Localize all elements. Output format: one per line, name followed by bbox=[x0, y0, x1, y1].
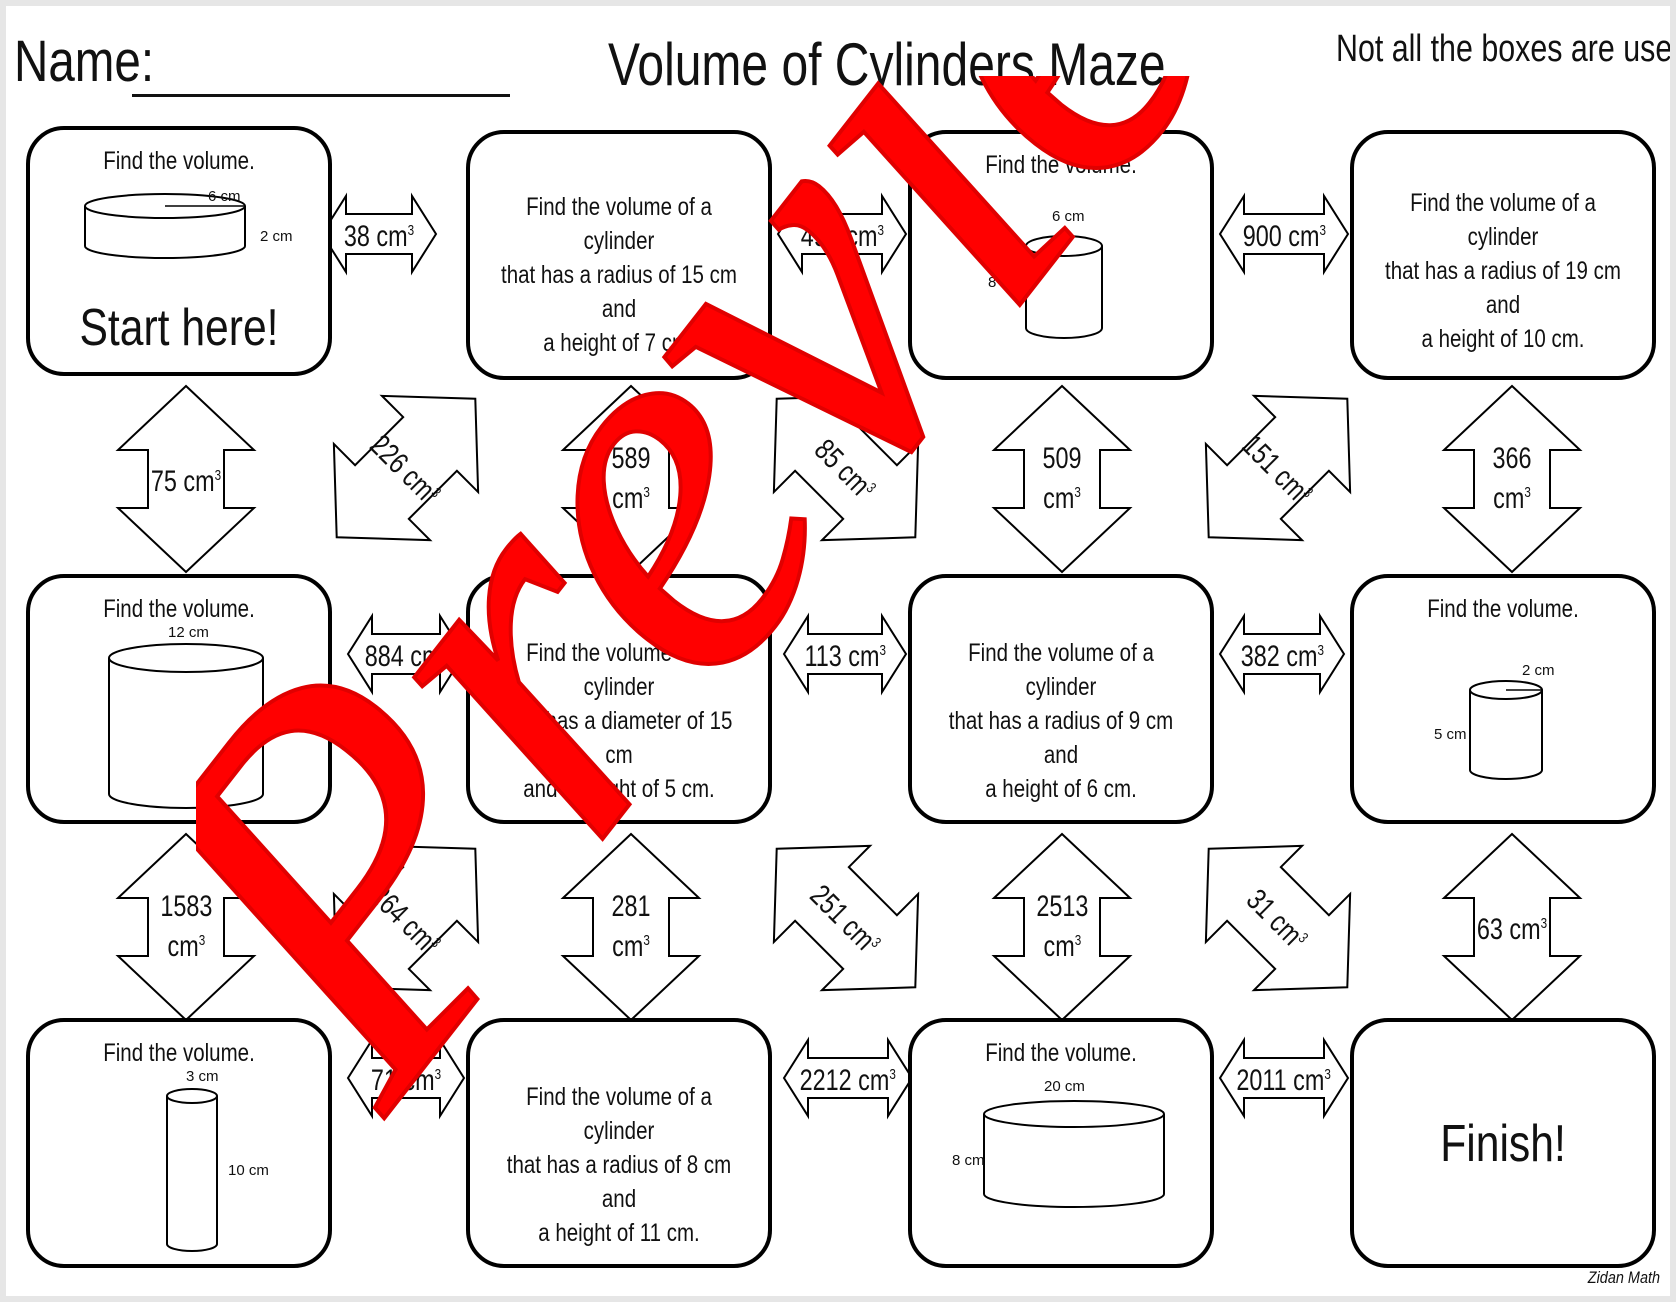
box-prompt: Find the volume. bbox=[103, 595, 255, 623]
answer-value: 2212 cm bbox=[799, 1064, 890, 1097]
maze-box-start[interactable]: Find the volume. 6 cm 2 cm Start here! bbox=[26, 126, 332, 376]
answer-value: 113 cm bbox=[804, 640, 880, 673]
answer-arrow-63[interactable]: 63 cm3 bbox=[1441, 832, 1583, 1022]
finish-label: Finish! bbox=[1440, 1115, 1566, 1173]
answer-value: 1583 bbox=[159, 890, 213, 923]
answer-value: 2513 bbox=[1035, 890, 1089, 923]
answer-arrow-264[interactable]: 264 cm3 bbox=[265, 777, 548, 1060]
answer-arrow-151[interactable]: 151 cm3 bbox=[1137, 327, 1420, 610]
diameter-label: 6 cm bbox=[1052, 208, 1085, 225]
box-prompt: Find the volume. bbox=[1427, 595, 1579, 623]
answer-value: 75 cm bbox=[150, 465, 215, 498]
answer-value: 884 cm bbox=[364, 640, 442, 673]
name-label: Name: bbox=[14, 29, 155, 94]
answer-arrow-2212[interactable]: 2212 cm3 bbox=[782, 1036, 914, 1120]
answer-arrow-38[interactable]: 38 cm3 bbox=[320, 192, 438, 276]
answer-arrow-75[interactable]: 75 cm3 bbox=[115, 384, 257, 574]
answer-value: 589 bbox=[611, 442, 651, 475]
height-label: 5 cm bbox=[1434, 726, 1467, 743]
answer-arrow-226[interactable]: 226 cm3 bbox=[265, 327, 548, 610]
answer-arrow-382[interactable]: 382 cm3 bbox=[1218, 612, 1346, 696]
height-label: 8 cm bbox=[952, 1152, 985, 1169]
maze-box-r1c3[interactable]: Find the volume. 6 cm 8 cm bbox=[908, 130, 1214, 380]
diameter-label: 12 cm bbox=[168, 624, 209, 641]
answer-value: 900 cm bbox=[1242, 220, 1320, 253]
cylinder-figure bbox=[84, 193, 246, 259]
answer-arrow-498[interactable]: 498 cm3 bbox=[776, 192, 908, 276]
box-prompt: Find the volume. bbox=[985, 1039, 1137, 1067]
maze-box-finish[interactable]: Finish! bbox=[1350, 1018, 1656, 1268]
maze-box-r3c1[interactable]: Find the volume. 3 cm 10 cm bbox=[26, 1018, 332, 1268]
answer-arrow-85[interactable]: 85 cm3 bbox=[705, 327, 988, 610]
height-label: 8 cm bbox=[988, 274, 1021, 291]
height-label: 10 cm bbox=[228, 1162, 269, 1179]
answer-arrow-2011[interactable]: 2011 cm3 bbox=[1218, 1036, 1350, 1120]
page-title: Volume of Cylinders Maze bbox=[608, 31, 1166, 98]
answer-value: 63 cm bbox=[1476, 913, 1541, 946]
worksheet-page: Name: Volume of Cylinders Maze Not all t… bbox=[6, 6, 1670, 1296]
answer-value: 498 cm bbox=[800, 220, 878, 253]
answer-arrow-251[interactable]: 251 cm3 bbox=[705, 777, 988, 1060]
answer-value: 281 bbox=[611, 890, 651, 923]
cylinder-figure bbox=[983, 1100, 1165, 1208]
maze-box-r2c1[interactable]: Find the volume. 12 cm 14 cm bbox=[26, 574, 332, 824]
diameter-label: 6 cm bbox=[208, 188, 241, 205]
maze-box-r3c3[interactable]: Find the volume. 20 cm 8 cm bbox=[908, 1018, 1214, 1268]
radius-label: 2 cm bbox=[1522, 662, 1555, 679]
answer-arrow-31[interactable]: 31 cm3 bbox=[1137, 777, 1420, 1060]
box-prompt: Find the volume. bbox=[103, 1039, 255, 1067]
name-line[interactable] bbox=[132, 94, 510, 97]
answer-value: 509 bbox=[1042, 442, 1082, 475]
answer-value: 2011 cm bbox=[1236, 1064, 1325, 1097]
height-label: 14 cm bbox=[278, 716, 319, 733]
note-text: Not all the boxes are used! bbox=[1336, 28, 1670, 70]
cylinder-figure bbox=[108, 643, 264, 809]
credit-text: Zidan Math bbox=[1587, 1268, 1660, 1287]
answer-arrow-900[interactable]: 900 cm3 bbox=[1218, 192, 1350, 276]
height-label: 2 cm bbox=[260, 228, 293, 245]
answer-value: 38 cm bbox=[343, 220, 408, 253]
box-prompt: Find the volume. bbox=[103, 147, 255, 175]
maze-box-r2c4[interactable]: Find the volume. 2 cm 5 cm bbox=[1350, 574, 1656, 824]
answer-arrow-884[interactable]: 884 cm3 bbox=[346, 612, 466, 696]
answer-value: 366 bbox=[1492, 442, 1532, 475]
answer-arrow-113[interactable]: 113 cm3 bbox=[782, 612, 908, 696]
diameter-label: 3 cm bbox=[186, 1068, 219, 1085]
answer-value: 382 cm bbox=[1240, 640, 1318, 673]
cylinder-figure bbox=[1469, 680, 1543, 780]
diameter-label: 20 cm bbox=[1044, 1078, 1085, 1095]
cylinder-figure bbox=[1025, 235, 1103, 339]
answer-value: 71 cm bbox=[370, 1064, 435, 1097]
start-label: Start here! bbox=[79, 299, 279, 357]
box-prompt: Find the volume. bbox=[985, 151, 1137, 179]
answer-arrow-71[interactable]: 71 cm3 bbox=[346, 1036, 466, 1120]
cylinder-figure bbox=[166, 1088, 218, 1252]
